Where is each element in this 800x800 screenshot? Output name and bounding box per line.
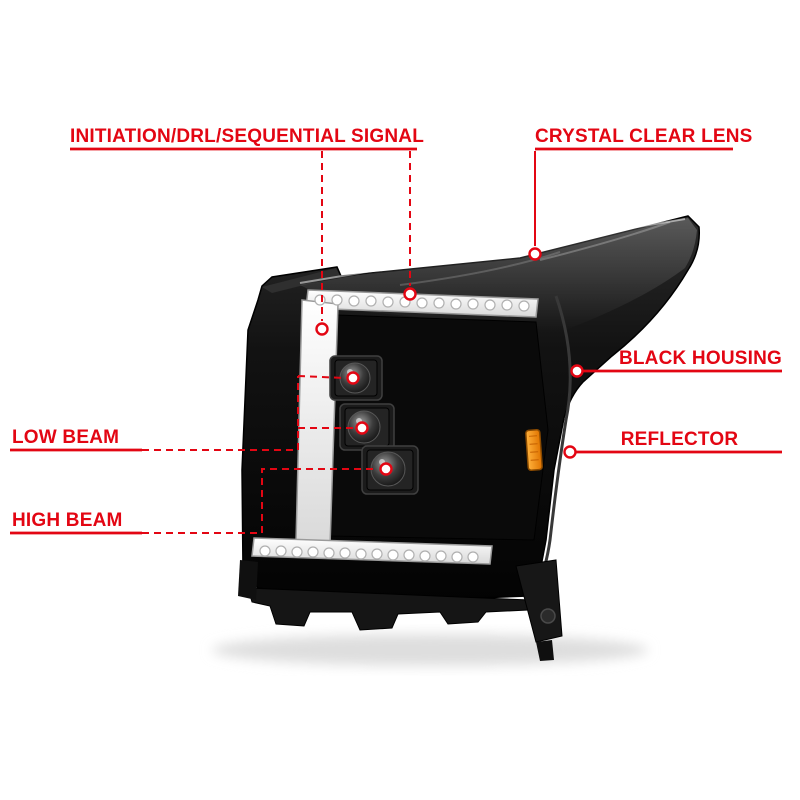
mounting-rail (247, 587, 531, 631)
mounting-bracket-foot (536, 640, 554, 661)
callout-label-high-beam: HIGH BEAM (12, 510, 123, 531)
callout-marker-signal-drl-top (403, 287, 417, 301)
drl-light-bar (251, 289, 539, 565)
callout-label-crystal-clear-lens: CRYSTAL CLEAR LENS (535, 126, 753, 147)
callout-label-low-beam: LOW BEAM (12, 427, 120, 448)
callout-label-initiation-drl-sequential-signal: INITIATION/DRL/SEQUENTIAL SIGNAL (70, 126, 425, 147)
lamp-shadow (212, 634, 648, 666)
callout-marker-housing (570, 364, 584, 378)
callout-marker-lens (528, 247, 542, 261)
lens-edge (536, 295, 572, 585)
callout-label-reflector: REFLECTOR (620, 429, 739, 450)
callout-marker-lowbeam-upper (346, 371, 360, 385)
callout-leaders (10, 147, 782, 535)
callout-marker-reflector (563, 445, 577, 459)
callout-marker-highbeam (379, 462, 393, 476)
housing-top-fin (262, 268, 340, 293)
mounting-foot-left (238, 560, 258, 600)
callout-leader-lowbeam (142, 375, 354, 451)
side-reflector (525, 429, 543, 471)
callout-marker-lowbeam-lower (355, 421, 369, 435)
callout-leader-highbeam (142, 468, 378, 534)
bracket-screw (540, 608, 556, 624)
lens-reflection-1 (539, 221, 671, 261)
lens-highlight-stroke (299, 218, 686, 284)
drl-light-bar-vertical (295, 299, 339, 547)
lens-reflection-2 (399, 251, 561, 286)
callout-marker-signal-drl-vertical (315, 322, 329, 336)
callout-label-black-housing: BLACK HOUSING (618, 348, 782, 369)
